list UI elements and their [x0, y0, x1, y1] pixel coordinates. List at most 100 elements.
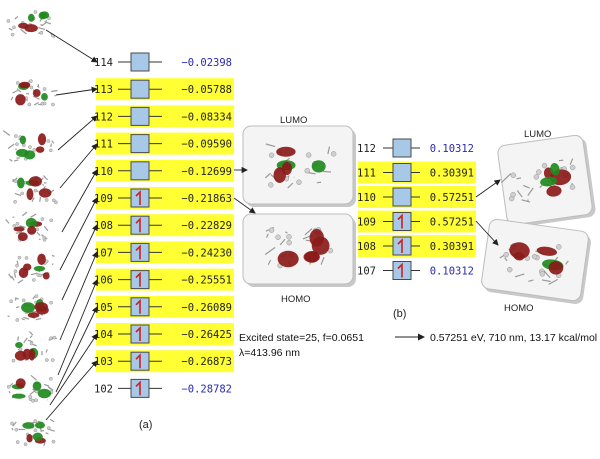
pointer-arrow: [55, 86, 98, 96]
panel-frame: [481, 218, 589, 302]
pointer-arrow: [45, 360, 98, 421]
bond: [12, 89, 18, 94]
pointer-arrow: [61, 169, 98, 233]
orbital-energy: 0.30391: [430, 168, 474, 180]
bond: [32, 95, 40, 100]
spin-arrow: [135, 190, 141, 205]
atom: [42, 235, 46, 240]
orbital-lobe: [27, 226, 37, 235]
bond: [51, 140, 55, 144]
bond: [43, 225, 49, 232]
spin-arrow: [397, 262, 403, 278]
bond: [23, 337, 28, 344]
atom: [51, 439, 56, 444]
bond: [45, 349, 48, 353]
orbital-lobe: [37, 253, 46, 265]
orbital-lobe: [38, 188, 52, 198]
atom: [268, 152, 275, 158]
pointer-arrow: [57, 279, 98, 376]
bond: [49, 418, 55, 423]
atom: [45, 358, 49, 362]
atom: [531, 253, 538, 260]
atom: [40, 217, 45, 221]
bond: [12, 421, 17, 427]
bond: [2, 130, 11, 137]
orbital-lobe: [17, 177, 25, 189]
bond: [20, 28, 27, 35]
bond: [36, 231, 41, 237]
orbital-lobe: [311, 236, 330, 255]
atom: [533, 174, 540, 180]
molecule-orbital-image: [6, 10, 55, 38]
orbital-number: 109: [94, 193, 113, 205]
excited-state-text: Excited state=25, f=0.0651: [239, 332, 364, 344]
atom: [15, 142, 19, 146]
bond: [30, 272, 38, 276]
orbital-energy: 0.10312: [430, 143, 474, 155]
bond: [51, 89, 58, 93]
bond: [322, 170, 332, 173]
bond: [543, 270, 551, 279]
atom: [268, 182, 274, 188]
orbital-energy: −0.24230: [181, 247, 232, 259]
atom: [44, 198, 49, 202]
bond: [17, 279, 24, 284]
orbital-energy: −0.09590: [181, 139, 232, 151]
orbital-box: [130, 52, 150, 72]
atom: [306, 152, 312, 158]
orbital-lobe: [546, 185, 562, 197]
bond: [14, 192, 22, 197]
orbital-lobe: [15, 94, 26, 106]
lumo-panel-b: [497, 134, 596, 228]
pointer-arrow: [233, 197, 256, 214]
orbital-lobe: [17, 232, 28, 242]
wavelength-text: λ=413.96 nm: [239, 347, 300, 359]
molecule-orbital-image: [2, 130, 55, 162]
orbital-lobe: [536, 246, 557, 256]
atom: [268, 227, 275, 233]
bond: [43, 442, 46, 447]
bond: [287, 182, 294, 189]
atom: [33, 419, 38, 423]
homo-label-a: HOMO: [281, 294, 311, 305]
orbital-energy: −0.26089: [181, 302, 232, 314]
bond: [15, 231, 22, 234]
orbital-lobe: [18, 267, 29, 279]
bond: [11, 275, 15, 281]
orbital-energy: −0.05788: [181, 84, 232, 96]
atom: [38, 273, 43, 278]
bond: [51, 254, 55, 257]
bond: [28, 331, 34, 336]
atom: [29, 85, 34, 90]
homo-label-b: HOMO: [504, 303, 534, 314]
atom: [15, 81, 20, 85]
atom: [15, 440, 20, 444]
orbital-box: [392, 163, 412, 182]
bond: [33, 101, 40, 106]
orbital-number: 102: [94, 383, 113, 395]
orbital-lobe: [33, 265, 46, 272]
orbital-lobe: [13, 226, 25, 232]
orbital-lobe: [32, 381, 42, 391]
orbital-energy: −0.12699: [181, 166, 232, 178]
atom: [9, 299, 13, 304]
orbital-energy: −0.26425: [181, 329, 232, 341]
panel-frame: [242, 213, 354, 285]
bond: [15, 306, 20, 309]
bond: [8, 27, 13, 31]
atom: [33, 10, 38, 14]
orbital-number: 114: [94, 57, 113, 69]
orbital-energy: −0.25551: [181, 275, 232, 287]
bond: [514, 273, 525, 278]
bond: [41, 21, 47, 27]
atom: [46, 139, 51, 143]
atom: [510, 191, 516, 198]
bond: [21, 211, 28, 217]
molecule-orbital-image: [499, 242, 569, 285]
bond: [11, 427, 14, 431]
bond: [16, 88, 22, 93]
orbital-box: [392, 187, 412, 207]
bond: [500, 173, 512, 184]
orbital-number: 107: [94, 247, 113, 259]
